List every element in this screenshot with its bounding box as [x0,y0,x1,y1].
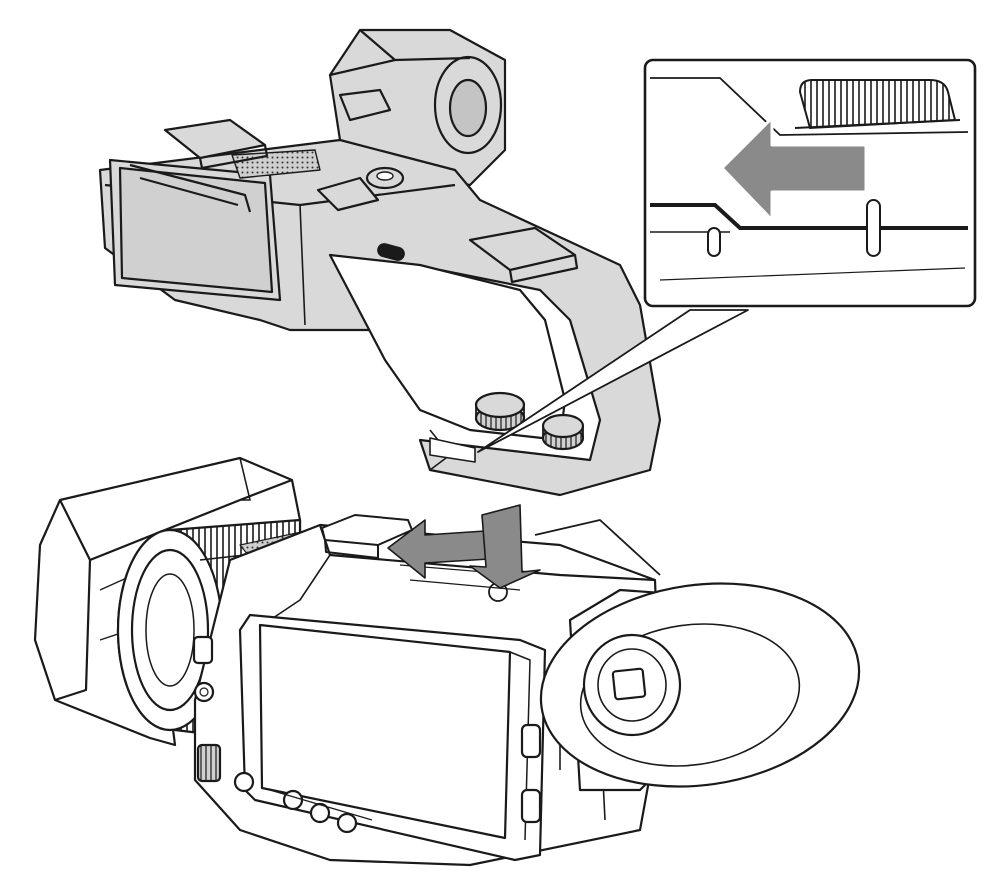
magnified-shoe-inset [643,58,977,308]
handle-shoes [163,118,579,284]
handle-side-panel [108,158,282,302]
camera-accessory-shoe [321,514,413,559]
detail-base-line [659,267,966,281]
shoe-tab [316,176,380,212]
handle-slide-switch [377,243,405,261]
mic-holder [328,28,507,187]
side-buttons [192,635,373,834]
detail-index-mark-right [866,199,881,257]
viewfinder-eyecup [539,582,861,792]
detail-surface-contour [650,77,969,136]
top-handle-unit [98,28,662,497]
lcd-panel [238,613,547,862]
locking-screws [474,391,585,451]
camcorder-body [33,456,861,867]
slide-direction-arrow-detail [720,116,868,222]
callout-pointer [477,309,749,453]
detail-index-mark-left [707,227,721,257]
handle-shoe-foot [429,437,476,463]
detail-knob [794,79,961,130]
mount-direction-arrow [469,504,541,589]
handle-top-knob [365,166,405,190]
speaker-grille [231,149,321,179]
mount-direction-arrows [387,504,541,589]
detail-shoe-rail [650,203,968,230]
rear-switches [520,690,606,824]
